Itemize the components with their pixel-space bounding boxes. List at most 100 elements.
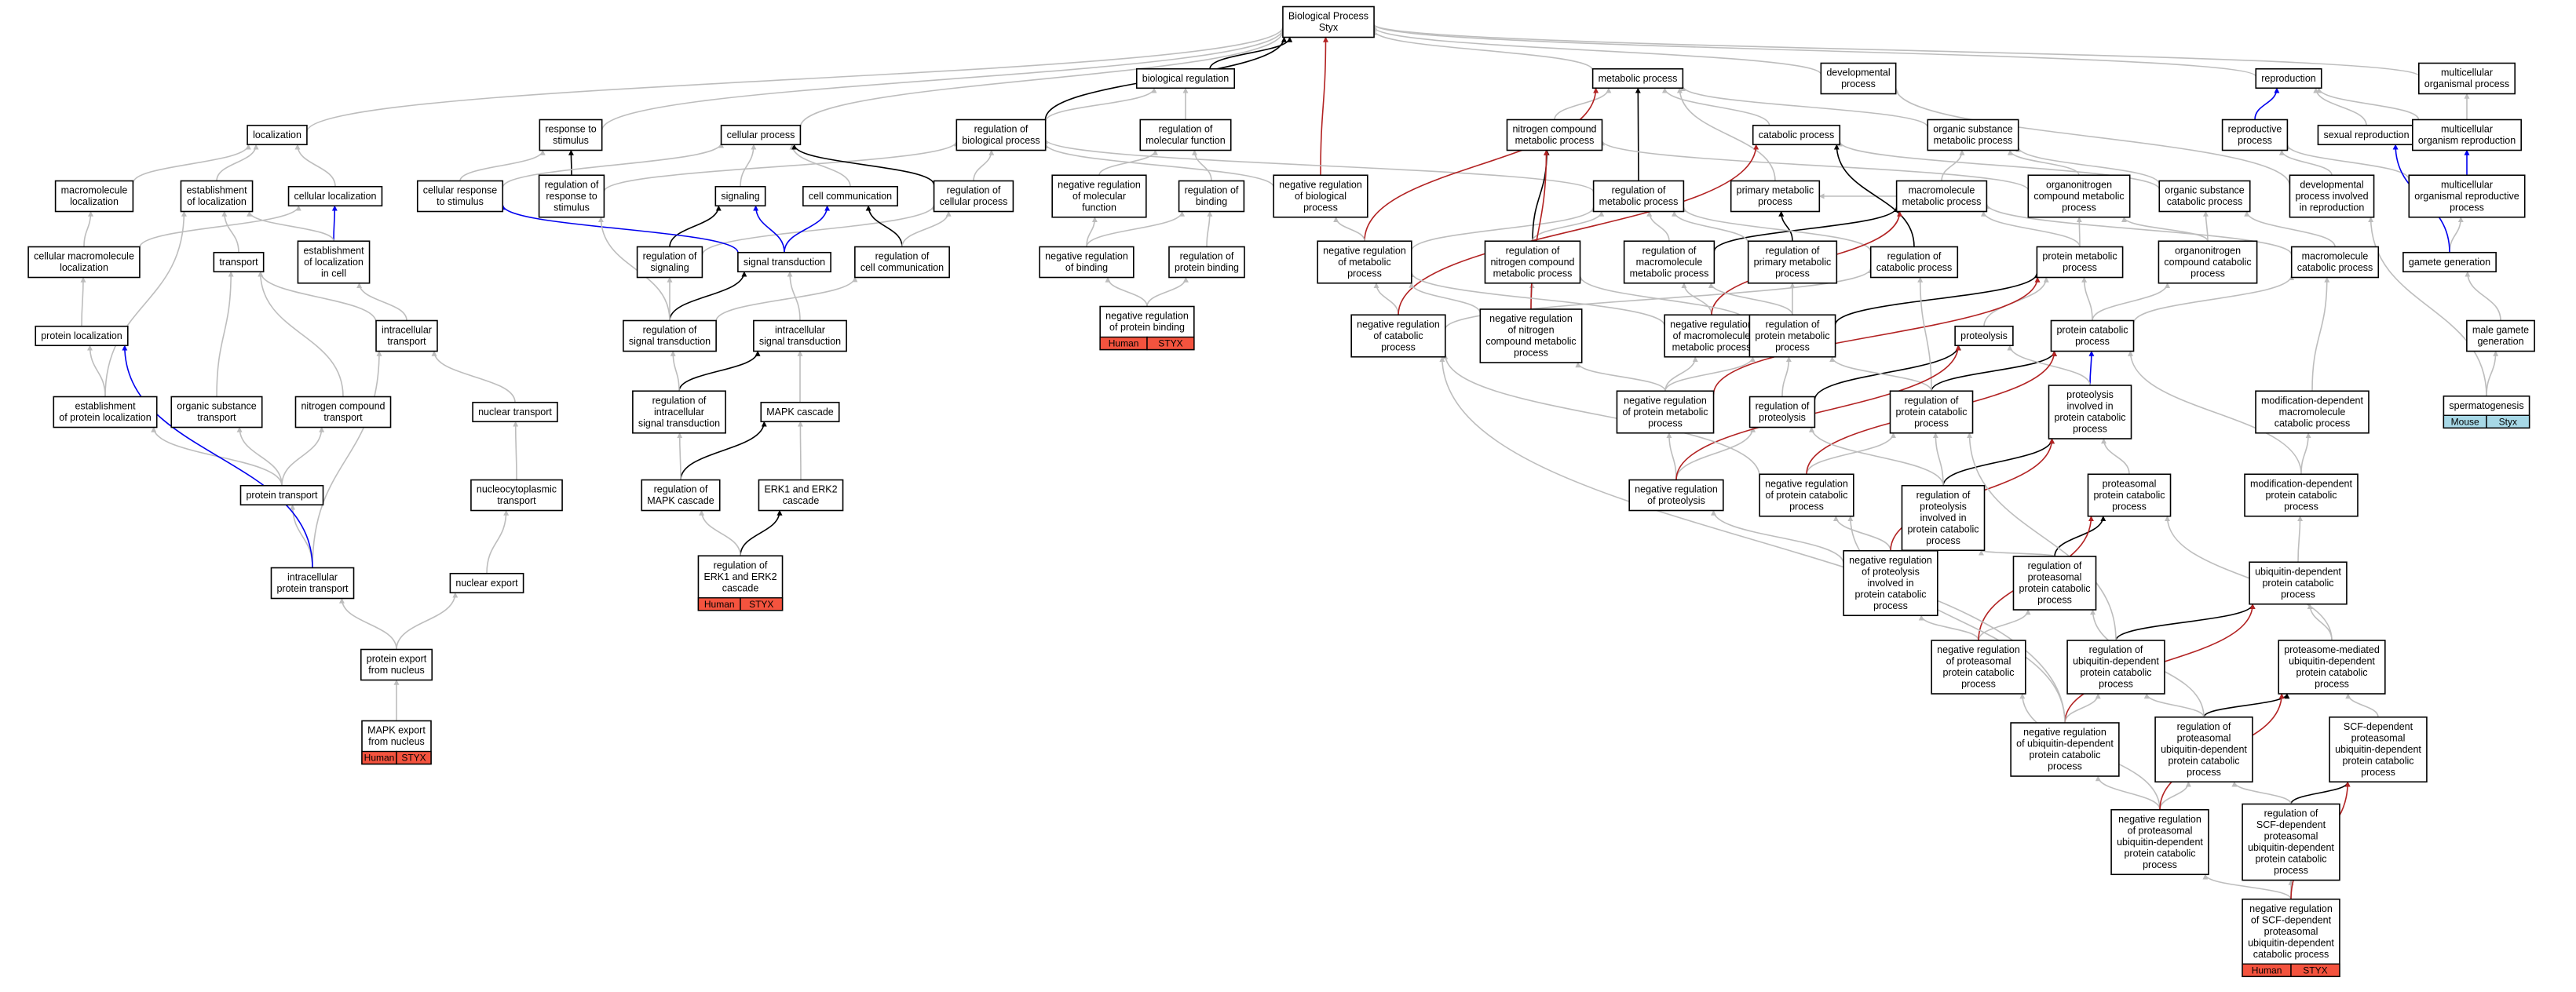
edge-gray (1681, 283, 1712, 315)
node-label: process (1961, 679, 1996, 690)
node-label: catabolic process (2297, 262, 2373, 273)
node-label: negative regulation (1937, 644, 2020, 655)
node-box (641, 479, 721, 512)
node-label: process (1873, 600, 1908, 611)
node-box (1759, 473, 1854, 517)
node-label: protein catabolic (2093, 490, 2165, 501)
species-badge-label: Human (2252, 965, 2282, 976)
node-box (2255, 390, 2370, 434)
node-label: of proteasomal (2128, 825, 2193, 836)
node-label: negative regulation (1849, 555, 1932, 566)
node-label: process (2274, 865, 2308, 876)
node-label: metabolic process (1599, 196, 1679, 207)
node-label: primary metabolic (1754, 257, 1832, 268)
edge-gray (216, 271, 234, 397)
edge-red (1675, 345, 1961, 480)
node-label: signal transduction (759, 336, 841, 347)
node-label: process (1514, 348, 1548, 359)
node-label: proteolysis (1960, 330, 2008, 341)
node-box (1178, 180, 1245, 213)
node-box (375, 319, 438, 352)
node-label: proteasome-mediated (2284, 644, 2380, 655)
edge-gray (901, 210, 952, 247)
go-term-node: nuclear transport (472, 401, 558, 423)
node-box (2012, 556, 2097, 611)
node-label: regulation of (1905, 395, 1959, 406)
species-badge-label: STYX (749, 599, 773, 610)
node-label: in cell (321, 268, 346, 279)
node-label: signaling (650, 262, 689, 273)
node-label: of localization (187, 196, 247, 207)
node-label: protein catabolic (2342, 755, 2413, 766)
edge-gray (2015, 146, 2161, 184)
node-label: involved in (1920, 512, 1966, 523)
node-label: process (2187, 767, 2221, 778)
edge-gray (139, 205, 301, 248)
node-label: negative regulation (1489, 313, 1573, 324)
node-label: catabolic process (2275, 418, 2351, 429)
node-label: regulation of (1766, 319, 1820, 330)
node-box (623, 319, 717, 352)
go-term-node: reproduction (2255, 67, 2322, 89)
node-label: metabolic process (1934, 135, 2013, 146)
node-label: process (1775, 268, 1810, 279)
node-label: process (1347, 268, 1382, 279)
edge-red (1398, 144, 1759, 315)
edge-gray (83, 210, 93, 247)
node-label: process (1758, 196, 1792, 207)
edge-gray (502, 142, 725, 188)
go-term-node: cell communication (802, 185, 898, 207)
node-label: process (1381, 341, 1416, 352)
node-label: protein catabolic (2265, 490, 2337, 501)
node-box (1954, 325, 2014, 347)
node-label: regulation of (643, 251, 697, 262)
edge-blue (2254, 87, 2280, 120)
node-box (2244, 473, 2359, 517)
go-term-node: cellular process (720, 124, 802, 146)
node-box (854, 246, 950, 279)
node-label: of proteasomal (1946, 656, 2011, 667)
node-label: localization (60, 262, 108, 273)
edge-blue (2088, 350, 2095, 386)
edge-layer (80, 24, 2501, 900)
node-label: localization (253, 129, 301, 140)
node-label: cascade (722, 582, 759, 593)
edge-gray (1206, 210, 1213, 247)
edge-gray (132, 144, 251, 184)
node-label: proteasomal (2264, 831, 2318, 842)
edge-blue (784, 205, 831, 253)
node-box (27, 246, 141, 279)
species-badge-label: Mouse (2451, 416, 2479, 427)
edge-gray (2202, 873, 2292, 900)
edge-gray (306, 26, 1286, 133)
edge-gray (104, 210, 187, 397)
node-label: catabolic process (2167, 196, 2243, 207)
species-badge (2290, 963, 2340, 977)
node-label: proteasomal (2103, 478, 2157, 489)
node-label: multicellular (2441, 67, 2493, 78)
node-label: protein transport (276, 583, 349, 594)
node-label: nitrogen compound (1512, 124, 1596, 135)
node-box (737, 251, 831, 273)
go-term-node: proteolysis (1954, 325, 2014, 347)
edge-black (1942, 438, 2055, 486)
edge-gray (87, 345, 106, 397)
node-label: process (2450, 202, 2484, 213)
edge-gray (312, 350, 382, 568)
node-box (2418, 62, 2516, 95)
node-box (1139, 119, 1232, 151)
edge-gray (247, 210, 334, 242)
node-box (2221, 119, 2289, 151)
edge-gray (1371, 24, 2257, 78)
